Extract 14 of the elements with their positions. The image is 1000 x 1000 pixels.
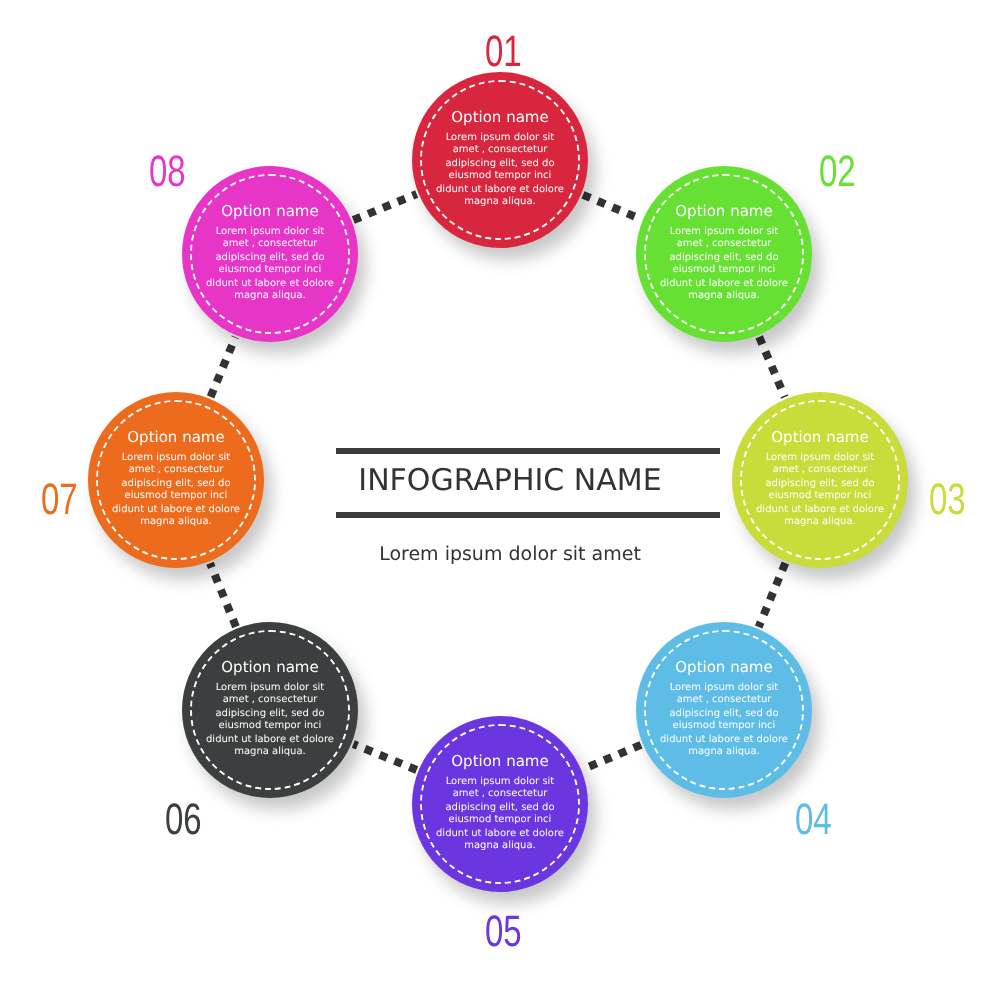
subtitle: Lorem ipsum dolor sit amet — [377, 544, 643, 566]
step-number: 03 — [929, 478, 959, 522]
dotted-connector — [755, 335, 789, 399]
dotted-connector — [351, 740, 419, 774]
step-number: 07 — [41, 478, 71, 522]
dotted-connector — [206, 561, 240, 629]
dotted-connector — [206, 335, 240, 399]
infographic-title: INFOGRAPHIC NAME — [356, 466, 664, 496]
dotted-connector — [351, 190, 419, 224]
step-number: 02 — [819, 150, 849, 194]
step-number: 08 — [149, 150, 179, 194]
dotted-connector — [754, 561, 790, 629]
step-number: 01 — [485, 30, 515, 74]
step-number: 06 — [165, 798, 195, 842]
